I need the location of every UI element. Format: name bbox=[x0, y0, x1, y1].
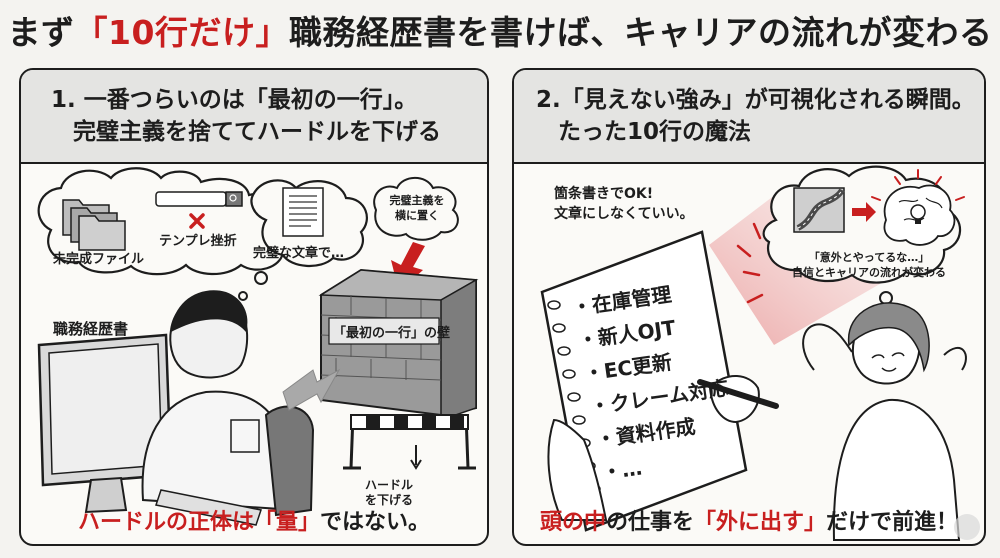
note-cloud bbox=[373, 176, 459, 241]
panel-header: 2.「見えない強み」が可視化される瞬間。 たった10行の魔法 bbox=[514, 70, 984, 164]
brain-bulb-icon bbox=[883, 184, 956, 246]
panel-footer: ハードルの正体は「量」ではない。 bbox=[21, 504, 487, 536]
notebook-item: ・… bbox=[600, 455, 644, 485]
winding-road-icon bbox=[793, 187, 845, 233]
panel-header: 1. 一番つらいのは「最初の一行」。 完璧主義を捨ててハードルを下げる bbox=[21, 70, 487, 164]
worried-person bbox=[141, 290, 298, 526]
panel-title-line1: 1. 一番つらいのは「最初の一行」。 bbox=[51, 87, 418, 113]
cloud-note: 完璧主義を 横に置く bbox=[384, 193, 450, 223]
headline: まず「10行だけ」職務経歴書を書けば、キャリアの流れが変わる bbox=[0, 6, 1000, 54]
thought-bubble-dot bbox=[254, 271, 268, 285]
thought-text: 「意外とやってるな…」 自信とキャリアの流れが変わる bbox=[789, 250, 949, 280]
panel-title: 1. 一番つらいのは「最初の一行」。 完璧主義を捨ててハードルを下げる bbox=[51, 84, 441, 148]
monitor-label: 職務経歴書 bbox=[53, 320, 129, 338]
hurdle-label-line2: を下げる bbox=[365, 493, 414, 507]
left-illustration bbox=[37, 167, 479, 526]
arrow-right-icon bbox=[852, 202, 876, 222]
cloud-note-line2: 横に置く bbox=[395, 209, 439, 222]
pen bbox=[697, 379, 779, 409]
panel-title: 2.「見えない強み」が可視化される瞬間。 たった10行の魔法 bbox=[536, 84, 975, 148]
panel-footer: 頭の中の仕事を「外に出す」だけで前進！ bbox=[514, 504, 984, 536]
footer-part2: の仕事を bbox=[605, 510, 694, 535]
headline-highlight: 「10行だけ」 bbox=[74, 13, 289, 52]
instruction-line1: 箇条書きでOK! bbox=[554, 186, 654, 202]
panel-title-line1: 2.「見えない強み」が可視化される瞬間。 bbox=[536, 87, 975, 113]
label-template-fail: テンプレ挫折 bbox=[159, 234, 237, 249]
document-icon bbox=[282, 187, 324, 237]
footer-part2: 「量」 bbox=[253, 510, 320, 535]
footer-part3: ではない。 bbox=[320, 510, 431, 535]
hand-left bbox=[547, 418, 608, 521]
panel-visualize: 2.「見えない強み」が可視化される瞬間。 たった10行の魔法 bbox=[512, 68, 986, 546]
right-illustration bbox=[540, 165, 967, 541]
hurdle-label-line1: ハードル bbox=[365, 478, 414, 492]
brick-wall bbox=[318, 268, 479, 422]
watermark-badge bbox=[954, 514, 980, 540]
instruction-line2: 文章にしなくていい。 bbox=[554, 206, 694, 222]
footer-part1: 頭の中 bbox=[539, 510, 606, 535]
chair bbox=[264, 405, 315, 517]
cross-mark-icon bbox=[189, 213, 205, 229]
folder-icon bbox=[62, 199, 126, 251]
label-perfect-text: 完璧な文章で… bbox=[253, 246, 345, 261]
sparkle-rays bbox=[871, 169, 965, 201]
search-bar-icon bbox=[155, 191, 243, 207]
headline-prefix: まず bbox=[7, 13, 75, 52]
label-unfinished-files: 未完成ファイル bbox=[53, 252, 145, 267]
panel-first-line: 1. 一番つらいのは「最初の一行」。 完璧主義を捨ててハードルを下げる bbox=[19, 68, 489, 546]
panel-title-line2: たった10行の魔法 bbox=[558, 119, 752, 145]
wall-label: 「最初の一行」の壁 bbox=[333, 326, 451, 341]
relaxed-person bbox=[802, 302, 967, 541]
footer-part3: 「外に出す」 bbox=[694, 510, 827, 535]
cloud-note-line1: 完璧主義を bbox=[389, 194, 445, 207]
computer-monitor bbox=[37, 333, 173, 514]
thought-bubble-dot bbox=[238, 291, 248, 301]
hurdle-label: ハードル を下げる bbox=[365, 478, 413, 508]
instruction: 箇条書きでOK! 文章にしなくていい。 bbox=[554, 184, 694, 224]
light-rays bbox=[736, 222, 764, 304]
headline-suffix: 職務経歴書を書けば、キャリアの流れが変わる bbox=[288, 13, 993, 52]
thought-text-line1: 「意外とやってるな…」 bbox=[808, 251, 930, 264]
panel-title-line2: 完璧主義を捨ててハードルを下げる bbox=[73, 119, 441, 145]
footer-part1: ハードルの正体は bbox=[77, 510, 254, 535]
arrow-right-icon bbox=[282, 368, 341, 411]
thought-text-line2: 自信とキャリアの流れが変わる bbox=[792, 266, 946, 279]
footer-part4: だけで前進！ bbox=[826, 510, 959, 535]
hurdle bbox=[343, 414, 476, 470]
